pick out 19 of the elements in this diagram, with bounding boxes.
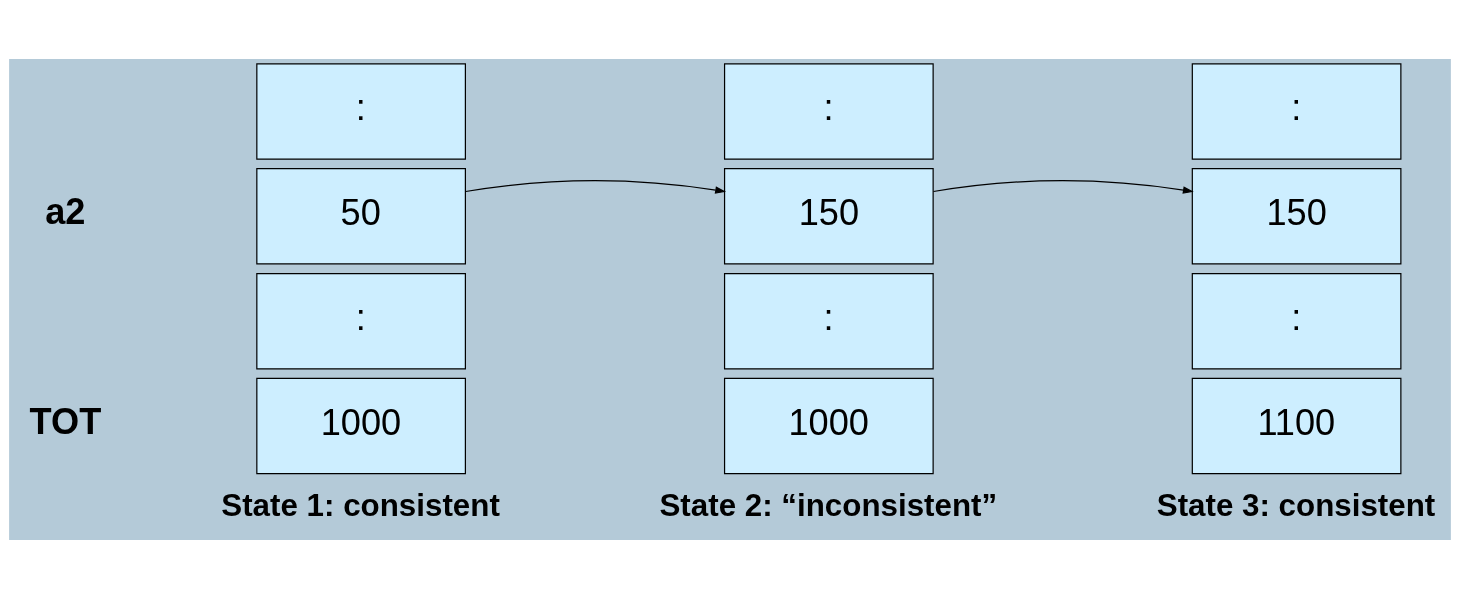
label: a2 <box>45 191 86 233</box>
node-box: : <box>1191 63 1402 160</box>
node-box: : <box>256 63 466 160</box>
node-box: 150 <box>1191 168 1402 265</box>
node-box: : <box>256 272 466 370</box>
arrow <box>465 180 727 194</box>
node-box: 150 <box>723 168 934 265</box>
node-box: 50 <box>256 168 466 265</box>
arrow <box>932 180 1194 194</box>
node-box: 1000 <box>256 377 466 475</box>
node-box: : <box>1191 272 1402 370</box>
node-label: State 2: “inconsistent” <box>659 487 998 523</box>
label: TOT <box>29 400 102 442</box>
node-box: : <box>723 272 934 370</box>
node-box: 1000 <box>723 377 934 475</box>
node-label: State 3: consistent <box>1156 487 1436 523</box>
node-label: State 1: consistent <box>221 487 500 523</box>
node-box: 1100 <box>1191 377 1402 475</box>
node-box: : <box>723 63 934 160</box>
